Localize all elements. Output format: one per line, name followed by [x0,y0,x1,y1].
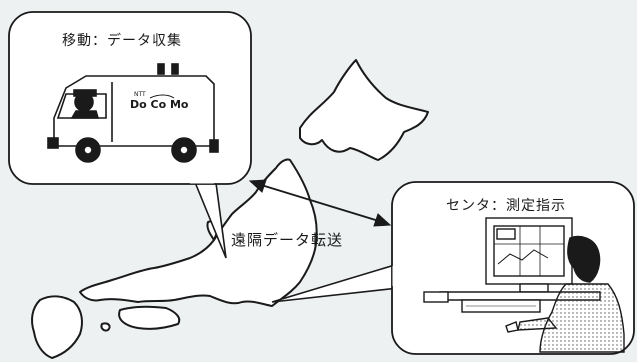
mouse-pad [423,291,449,303]
shikoku-island [118,305,181,330]
center-box-label: センタ：測定指示 [446,198,566,214]
kyushu-island [31,295,83,359]
truck-logo: Do Co Mo [130,98,189,111]
truck-logo-prefix: NTT [134,91,146,98]
hokkaido-island [299,59,429,161]
operator-at-computer-icon [423,217,625,353]
transfer-label: 遠隔データ転送 [231,231,344,249]
double-arrow-icon [248,179,392,227]
small-island [100,322,111,332]
honshu-island [79,158,318,307]
mobile-box-label: 移動：データ収集 [62,33,182,49]
truck-bumper-front [47,137,59,149]
operator-head [567,235,601,283]
truck-icon: NTT Do Co Mo [47,63,219,163]
truck-antenna-left [157,63,165,75]
japan-map [31,59,429,359]
operator-body [539,283,625,353]
truck-bumper-rear [209,139,219,153]
truck-antenna-right [171,63,179,75]
